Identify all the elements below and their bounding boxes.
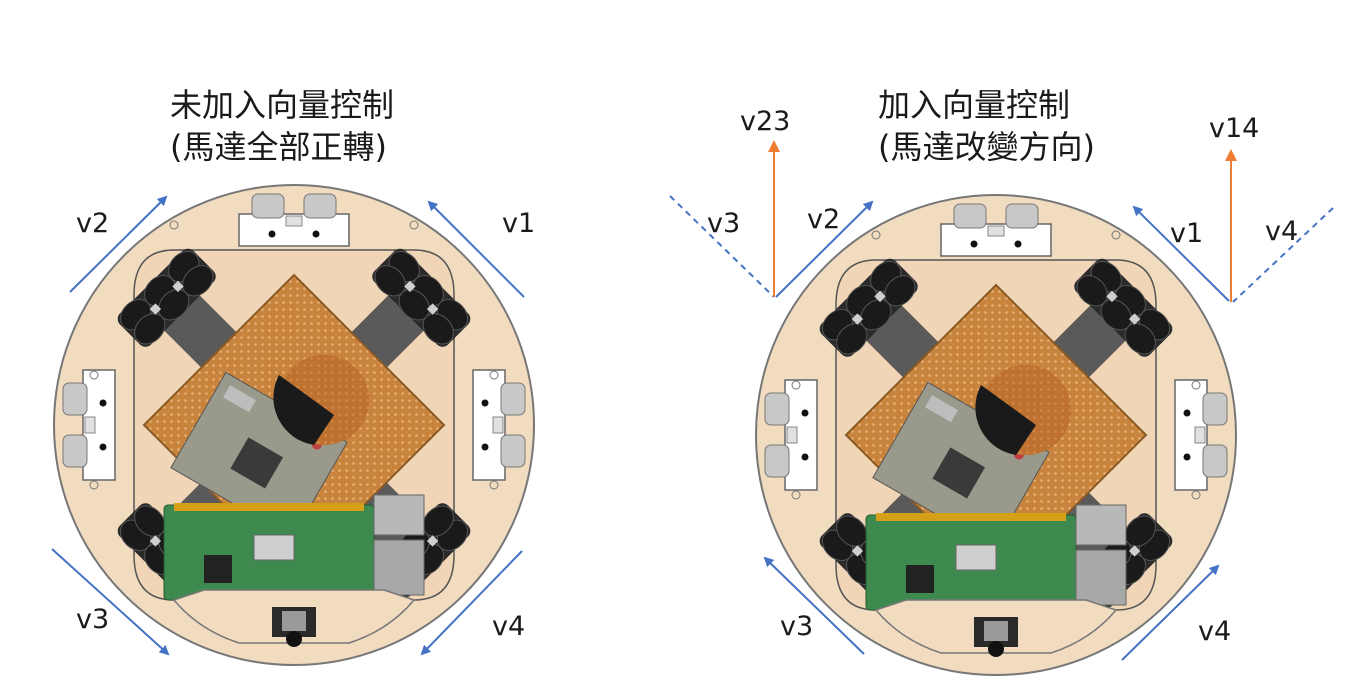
vector-v3-left: [51, 548, 170, 656]
label-v4-left: v4: [492, 611, 525, 642]
vector-v4-right: [1121, 564, 1220, 661]
dashed-v3-component: [669, 195, 775, 298]
dashed-v4-component: [1232, 207, 1334, 303]
vector-v1-left: [427, 200, 525, 298]
label-v1-right: v1: [1170, 218, 1203, 249]
label-v4-dashed: v4: [1265, 216, 1298, 247]
label-v3-right: v3: [780, 611, 813, 642]
vector-v2-right: [775, 200, 874, 298]
vector-v2-left: [69, 195, 168, 293]
robot-chassis-left: [54, 185, 534, 665]
right-panel: 加入向量控制 (馬達改變方向) v23 v14 v3 v2 v1 v4 v3 v…: [669, 86, 1334, 675]
left-subtitle: (馬達全部正轉): [170, 128, 387, 166]
label-v2-left: v2: [76, 208, 109, 239]
vector-v3-right: [763, 556, 865, 655]
right-title: 加入向量控制: [878, 86, 1070, 124]
label-v23: v23: [740, 106, 790, 137]
label-v4-right: v4: [1198, 616, 1231, 647]
label-v2-right: v2: [807, 204, 840, 235]
left-panel: 未加入向量控制 (馬達全部正轉) v2 v1 v3 v4: [51, 86, 535, 665]
vector-v1-right: [1132, 205, 1230, 302]
vector-v4-left: [420, 550, 523, 656]
label-v1-left: v1: [502, 208, 535, 239]
robot-chassis-right: [756, 195, 1236, 675]
left-title: 未加入向量控制: [170, 86, 394, 124]
right-subtitle: (馬達改變方向): [878, 128, 1095, 166]
label-v14: v14: [1209, 113, 1259, 144]
label-v3-left: v3: [76, 604, 109, 635]
label-v3-dashed: v3: [707, 208, 740, 239]
